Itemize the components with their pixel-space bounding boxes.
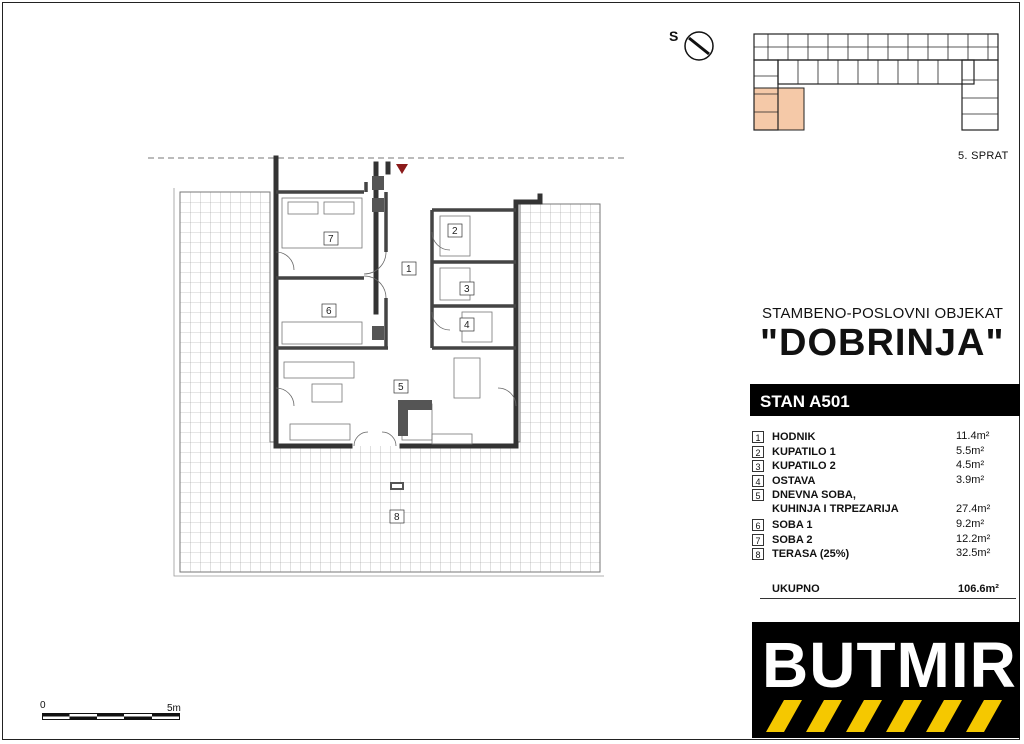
svg-text:1: 1: [406, 264, 412, 275]
room-row: 6 SOBA 1 9.2m²: [752, 518, 1018, 533]
room-number: 5: [752, 489, 764, 501]
room-name-line-2: KUHINJA I TRPEZARIJA: [772, 503, 899, 515]
room-name: KUPATILO 2: [772, 460, 836, 472]
project-name: "DOBRINJA": [760, 322, 1005, 364]
compass-label: S: [669, 28, 679, 44]
room-row: 7 SOBA 2 12.2m²: [752, 533, 1018, 548]
apartment-id: STAN A501: [760, 392, 850, 411]
room-tag-5: 5: [393, 379, 409, 394]
hazard-stripes: [766, 700, 1002, 732]
room-area: 9.2m²: [956, 518, 985, 530]
compass-icon: [684, 31, 714, 61]
svg-text:3: 3: [464, 284, 470, 295]
room-area: 5.5m²: [956, 444, 985, 457]
key-plan: [753, 33, 999, 131]
room-area: 4.5m²: [956, 459, 985, 471]
room-row: 2 KUPATILO 1 5.5m²: [752, 445, 1018, 460]
room-name-line-1: DNEVNA SOBA,: [772, 489, 856, 501]
room-row: 4 OSTAVA 3.9m²: [752, 474, 1018, 489]
room-number: 6: [752, 519, 764, 531]
svg-text:7: 7: [328, 234, 334, 245]
room-tag-4: 4: [459, 317, 475, 332]
svg-text:2: 2: [452, 226, 458, 237]
room-tag-6: 6: [321, 303, 337, 318]
svg-text:4: 4: [464, 320, 470, 331]
room-row: 5 DNEVNA SOBA, KUHINJA I TRPEZARIJA 27.4…: [752, 488, 1018, 518]
room-name: OSTAVA: [772, 474, 816, 487]
scale-start-label: 0: [40, 700, 46, 711]
room-tag-3: 3: [459, 281, 475, 296]
room-number: 7: [752, 533, 764, 546]
key-plan-highlight: [754, 88, 804, 130]
room-name: DNEVNA SOBA, KUHINJA I TRPEZARIJA: [772, 488, 952, 516]
logo-text: BUTMIR: [762, 629, 1017, 701]
svg-text:6: 6: [326, 306, 332, 317]
room-tag-7: 7: [323, 231, 339, 246]
floor-label: 5. SPRAT: [958, 150, 1009, 162]
scale-end-label: 5m: [167, 703, 181, 714]
total-divider: [760, 598, 1016, 599]
room-number: 1: [752, 431, 764, 443]
apartment-interior: [276, 188, 516, 446]
room-tag-2: 2: [447, 223, 463, 238]
room-number: 3: [752, 460, 764, 472]
room-area: 27.4m²: [956, 503, 991, 515]
project-subtitle: STAMBENO-POSLOVNI OBJEKAT: [762, 305, 1004, 322]
entrance-marker: [396, 164, 408, 174]
room-tag-1: 1: [401, 261, 417, 276]
svg-text:5: 5: [398, 382, 404, 393]
room-row: 8 TERASA (25%) 32.5m²: [752, 547, 1018, 562]
room-number: 2: [752, 445, 764, 458]
svg-text:8: 8: [394, 512, 400, 523]
room-number: 8: [752, 548, 764, 560]
room-name: KUPATILO 1: [772, 445, 836, 458]
room-name: SOBA 1: [772, 519, 813, 531]
room-schedule: 1 HODNIK 11.4m² 2 KUPATILO 1 5.5m² 3 KUP…: [752, 430, 1018, 562]
room-area: 12.2m²: [956, 532, 991, 545]
room-name: SOBA 2: [772, 533, 813, 546]
apartment-bar: [750, 384, 1020, 416]
total-label: UKUPNO: [772, 583, 820, 595]
scale-bar: [42, 713, 180, 720]
room-number: 4: [752, 474, 764, 487]
room-row: 1 HODNIK 11.4m²: [752, 430, 1018, 445]
total-value: 106.6m²: [958, 583, 999, 595]
room-name: HODNIK: [772, 431, 816, 443]
room-tag-8: 8: [389, 509, 405, 524]
floor-plan: 1 2 3 4 5 6 7 8: [148, 155, 624, 577]
room-area: 11.4m²: [956, 430, 990, 442]
room-name: TERASA (25%): [772, 548, 850, 560]
room-area: 32.5m²: [956, 547, 991, 559]
room-row: 3 KUPATILO 2 4.5m²: [752, 459, 1018, 474]
room-area: 3.9m²: [956, 473, 985, 486]
